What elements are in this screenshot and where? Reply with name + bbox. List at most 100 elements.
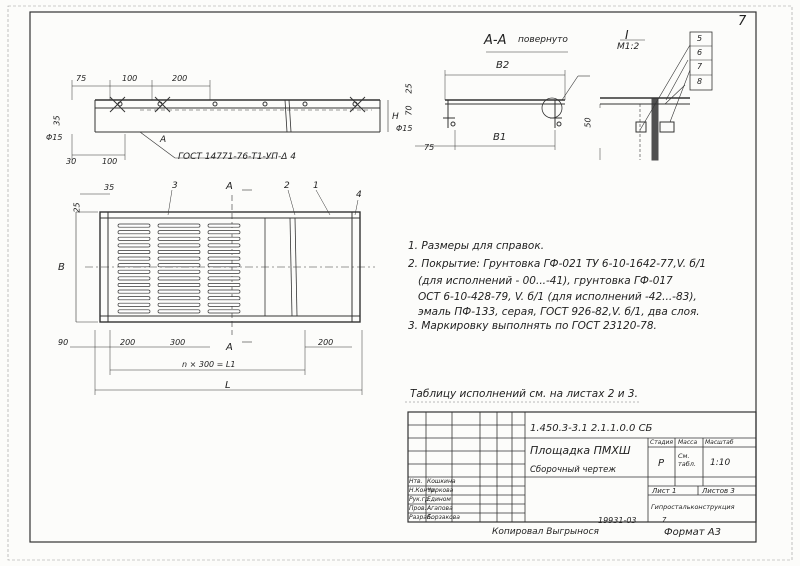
name-3: Едином <box>427 496 451 503</box>
grating-slot <box>207 256 241 261</box>
archive-number: 19931-03 <box>598 516 637 525</box>
col-stage: Стадия <box>650 439 674 446</box>
grating-slot <box>207 302 241 307</box>
role-5: Разраб. <box>409 514 433 521</box>
side-dim-100: 100 <box>122 74 138 83</box>
side-view <box>71 80 389 160</box>
dim-b1: В1 <box>493 132 507 143</box>
grating-slot <box>157 243 201 248</box>
grating-slot <box>157 250 201 254</box>
plan-view <box>70 189 375 395</box>
grating-slot <box>207 269 241 274</box>
section-phi15: Φ15 <box>396 124 413 133</box>
detail-i <box>599 31 713 161</box>
grating-slot <box>207 236 241 241</box>
col-mass: Масса <box>678 439 698 446</box>
grating-slot <box>117 302 151 307</box>
format-label: Формат А3 <box>664 527 721 538</box>
grating-slot <box>207 223 241 228</box>
pos-2: 2 <box>284 181 290 191</box>
pos-3: 3 <box>172 181 178 191</box>
side-dim-100b: 100 <box>102 157 118 166</box>
dim-25: 25 <box>404 83 414 94</box>
role-4: Пров. <box>409 505 427 512</box>
role-3: Рук.гр. <box>409 496 431 503</box>
grating-slot <box>117 243 151 248</box>
grating-slot <box>157 283 201 287</box>
pos-4: 4 <box>356 190 362 200</box>
grating-slot <box>157 289 201 294</box>
grating-slot <box>157 302 201 307</box>
grating-slot <box>117 276 151 281</box>
dim-70: 70 <box>404 105 414 116</box>
stage-value: Р <box>658 458 665 469</box>
grating-slot <box>157 276 201 281</box>
section-dim-75: 75 <box>424 143 435 152</box>
grating-slot <box>157 263 201 268</box>
pos-1: 1 <box>313 181 319 191</box>
grating-slot <box>117 230 151 235</box>
title-block-lines <box>407 411 757 523</box>
scale-value: 1:10 <box>710 458 731 468</box>
detail-item-5: 5 <box>697 34 703 43</box>
section-aa <box>415 51 590 150</box>
plan-dim-l: L <box>225 380 231 391</box>
grating-slot <box>117 269 151 274</box>
org-name: Гипростальконструкция <box>651 503 735 511</box>
note-2-line2: (для исполнений - 00...-41), грунтовка Г… <box>418 275 673 287</box>
name-1: Кошкина <box>427 478 456 485</box>
plan-dim-25: 25 <box>72 202 82 213</box>
grating-slot <box>157 296 201 301</box>
side-marker-a: А <box>160 135 167 145</box>
grating-slot <box>207 296 241 301</box>
detail-scale: М1:2 <box>617 42 640 52</box>
grating-slot <box>157 236 201 241</box>
sheet-value: Лист 1 <box>652 487 677 495</box>
detail-dim-50: 50 <box>583 117 593 128</box>
small-seven: 7 <box>662 516 667 524</box>
side-dim-35: 35 <box>52 115 62 126</box>
mass-value: См. табл. <box>678 452 696 468</box>
grating-slot <box>117 296 151 301</box>
plan-dim-200a: 200 <box>120 338 136 347</box>
grating-slot <box>207 283 241 287</box>
outer-border <box>7 5 793 561</box>
side-dim-200: 200 <box>172 74 188 83</box>
grating-slot <box>117 256 151 261</box>
grating-slot <box>207 243 241 248</box>
detail-item-7: 7 <box>697 62 703 71</box>
detail-item-8: 8 <box>697 77 703 86</box>
note-2: 2. Покрытие: Грунтовка ГФ-021 ТУ 6-10-16… <box>408 258 707 270</box>
grating-slot <box>157 309 201 314</box>
grating-slot <box>157 223 201 228</box>
note-2-line3: ОСТ 6-10-428-79, V. б/1 (для исполнений … <box>418 291 697 303</box>
grating-slot <box>117 263 151 268</box>
plan-dim-n300: n × 300 = L1 <box>182 360 236 369</box>
copied-by: Копировал Выгрынося <box>492 527 599 537</box>
detail-item-6: 6 <box>697 48 703 57</box>
plan-dim-200b: 200 <box>318 338 334 347</box>
doc-code: 1.450.3-3.1 2.1.1.0.0 СБ <box>530 423 653 434</box>
sheet-number: 7 <box>738 14 747 29</box>
role-1: Нтв. <box>409 478 423 485</box>
note-2-line4: эмаль ПФ-133, серая, ГОСТ 926-82,V. б/1,… <box>418 306 700 318</box>
grating-slot <box>117 283 151 287</box>
gost-weld-note: ГОСТ 14771-76-Т1-УП-Δ 4 <box>178 152 297 162</box>
grating-slot <box>207 250 241 254</box>
grating-slot <box>117 223 151 228</box>
note-1: 1. Размеры для справок. <box>408 240 545 252</box>
grating-slot <box>157 230 201 235</box>
grating-slot <box>117 289 151 294</box>
grating-slot <box>117 236 151 241</box>
cut-label-top: А <box>226 181 233 192</box>
grating-slot <box>207 263 241 268</box>
sheets-value: Листов 3 <box>702 487 735 495</box>
side-dim-h: Н <box>392 112 399 122</box>
doc-title: Площадка ПМХШ <box>530 444 631 457</box>
doc-subtitle: Сборочный чертеж <box>530 465 616 475</box>
plan-dim-300: 300 <box>170 338 186 347</box>
grating-slot <box>207 289 241 294</box>
grating-slot <box>157 269 201 274</box>
